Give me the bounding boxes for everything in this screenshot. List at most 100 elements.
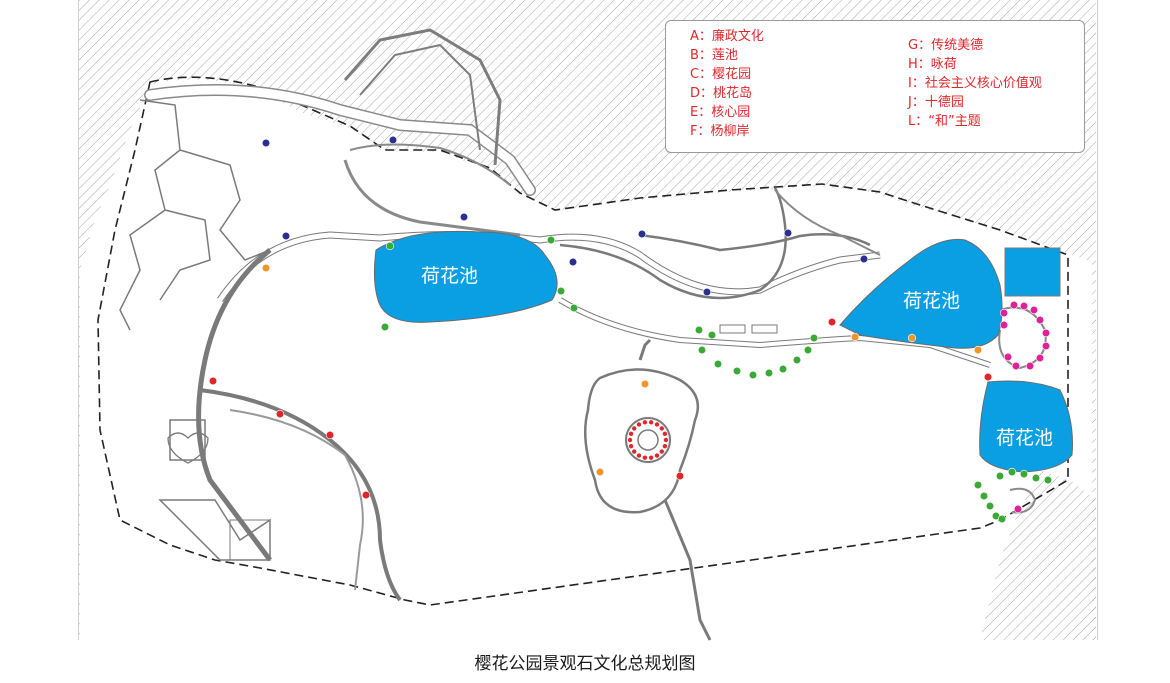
map-marker[interactable]: [1025, 361, 1035, 371]
map-marker[interactable]: [1009, 300, 1019, 310]
map-marker[interactable]: [595, 467, 605, 477]
west-walkway: [196, 248, 272, 562]
map-marker[interactable]: [783, 228, 793, 238]
map-marker[interactable]: [568, 257, 578, 267]
map-marker[interactable]: [648, 420, 654, 425]
map-marker[interactable]: [697, 345, 707, 355]
map-marker[interactable]: [569, 303, 579, 313]
map-marker[interactable]: [361, 490, 371, 500]
map-marker[interactable]: [1007, 467, 1017, 477]
map-marker[interactable]: [632, 449, 637, 454]
map-marker[interactable]: [1043, 475, 1053, 485]
north-loop-2: [349, 143, 511, 186]
map-marker[interactable]: [1013, 504, 1023, 514]
north-loop: [343, 159, 521, 237]
map-marker[interactable]: [642, 455, 648, 460]
map-marker[interactable]: [281, 231, 291, 241]
map-marker[interactable]: [1035, 315, 1045, 325]
lotus-pond-3: [979, 380, 1073, 473]
map-marker[interactable]: [1029, 305, 1039, 315]
map-marker[interactable]: [713, 359, 723, 369]
map-marker[interactable]: [659, 426, 664, 431]
map-marker[interactable]: [546, 235, 556, 245]
map-marker[interactable]: [663, 437, 669, 443]
bridge-road-2: [359, 43, 481, 151]
map-marker[interactable]: [556, 286, 566, 296]
plaza-rect-2: [751, 324, 778, 334]
map-marker[interactable]: [1019, 469, 1029, 479]
map-marker[interactable]: [659, 449, 664, 454]
east-pool: [1004, 247, 1061, 297]
park-area-lower-right: [980, 470, 1096, 640]
map-marker[interactable]: [325, 430, 335, 440]
map-marker[interactable]: [907, 333, 917, 343]
map-marker[interactable]: [628, 443, 634, 449]
center-loop-3: [774, 189, 881, 256]
map-marker[interactable]: [675, 471, 685, 481]
map-marker[interactable]: [778, 364, 788, 374]
map-marker[interactable]: [636, 422, 642, 427]
map-marker[interactable]: [208, 376, 218, 386]
map-marker[interactable]: [1019, 301, 1029, 311]
map-marker[interactable]: [637, 229, 647, 239]
map-marker[interactable]: [748, 370, 758, 380]
map-marker[interactable]: [627, 437, 633, 443]
pond-label-3: 荷花池: [996, 427, 1053, 449]
legend-item: F：杨柳岸: [690, 124, 750, 139]
upper-road-inner: [145, 85, 535, 195]
map-marker[interactable]: [792, 355, 802, 365]
island-plaza-inner: [637, 429, 659, 451]
map-marker[interactable]: [636, 453, 642, 458]
map-marker[interactable]: [648, 455, 654, 460]
map-marker[interactable]: [1011, 361, 1021, 371]
map-caption: 樱花公园景观石文化总规划图: [474, 654, 696, 674]
map-marker[interactable]: [997, 514, 1007, 524]
map-marker[interactable]: [261, 263, 271, 273]
lotus-pond-2: [839, 238, 1003, 349]
island-bridge-north: [638, 338, 652, 361]
map-marker[interactable]: [999, 308, 1009, 318]
map-marker[interactable]: [628, 431, 634, 437]
west-buildings: [119, 99, 271, 331]
map-marker[interactable]: [803, 345, 813, 355]
map-marker[interactable]: [979, 491, 989, 501]
peach-island: [583, 368, 700, 514]
map-marker[interactable]: [850, 332, 860, 342]
map-marker[interactable]: [1041, 328, 1051, 338]
map-marker[interactable]: [983, 372, 993, 382]
map-marker[interactable]: [632, 426, 637, 431]
map-marker[interactable]: [261, 138, 271, 148]
map-marker[interactable]: [985, 501, 995, 511]
map-marker[interactable]: [1003, 352, 1013, 362]
map-marker[interactable]: [973, 480, 983, 490]
map-marker[interactable]: [707, 330, 717, 340]
map-marker[interactable]: [809, 333, 819, 343]
map-marker[interactable]: [732, 366, 742, 376]
map-marker[interactable]: [702, 287, 712, 297]
map-marker[interactable]: [1041, 341, 1051, 351]
map-marker[interactable]: [275, 409, 285, 419]
legend-item: J：十德园: [908, 95, 964, 110]
map-marker[interactable]: [459, 212, 469, 222]
island-bridge: [663, 499, 712, 641]
park-map[interactable]: 荷花池 荷花池 荷花池: [0, 0, 1170, 645]
legend-item: E：核心园: [690, 105, 751, 120]
map-marker[interactable]: [1035, 353, 1045, 363]
map-marker[interactable]: [642, 420, 648, 425]
map-marker[interactable]: [973, 345, 983, 355]
map-marker[interactable]: [859, 254, 869, 264]
map-marker[interactable]: [995, 471, 1005, 481]
map-marker[interactable]: [827, 317, 837, 327]
map-marker[interactable]: [380, 322, 390, 332]
map-marker[interactable]: [385, 241, 395, 251]
map-marker[interactable]: [654, 453, 660, 458]
map-marker[interactable]: [662, 443, 668, 449]
map-marker[interactable]: [694, 325, 704, 335]
map-marker[interactable]: [662, 431, 668, 437]
map-marker[interactable]: [640, 379, 650, 389]
map-marker[interactable]: [999, 320, 1009, 330]
map-marker[interactable]: [388, 135, 398, 145]
map-marker[interactable]: [654, 422, 660, 427]
map-marker[interactable]: [764, 368, 774, 378]
map-marker[interactable]: [1031, 473, 1041, 483]
